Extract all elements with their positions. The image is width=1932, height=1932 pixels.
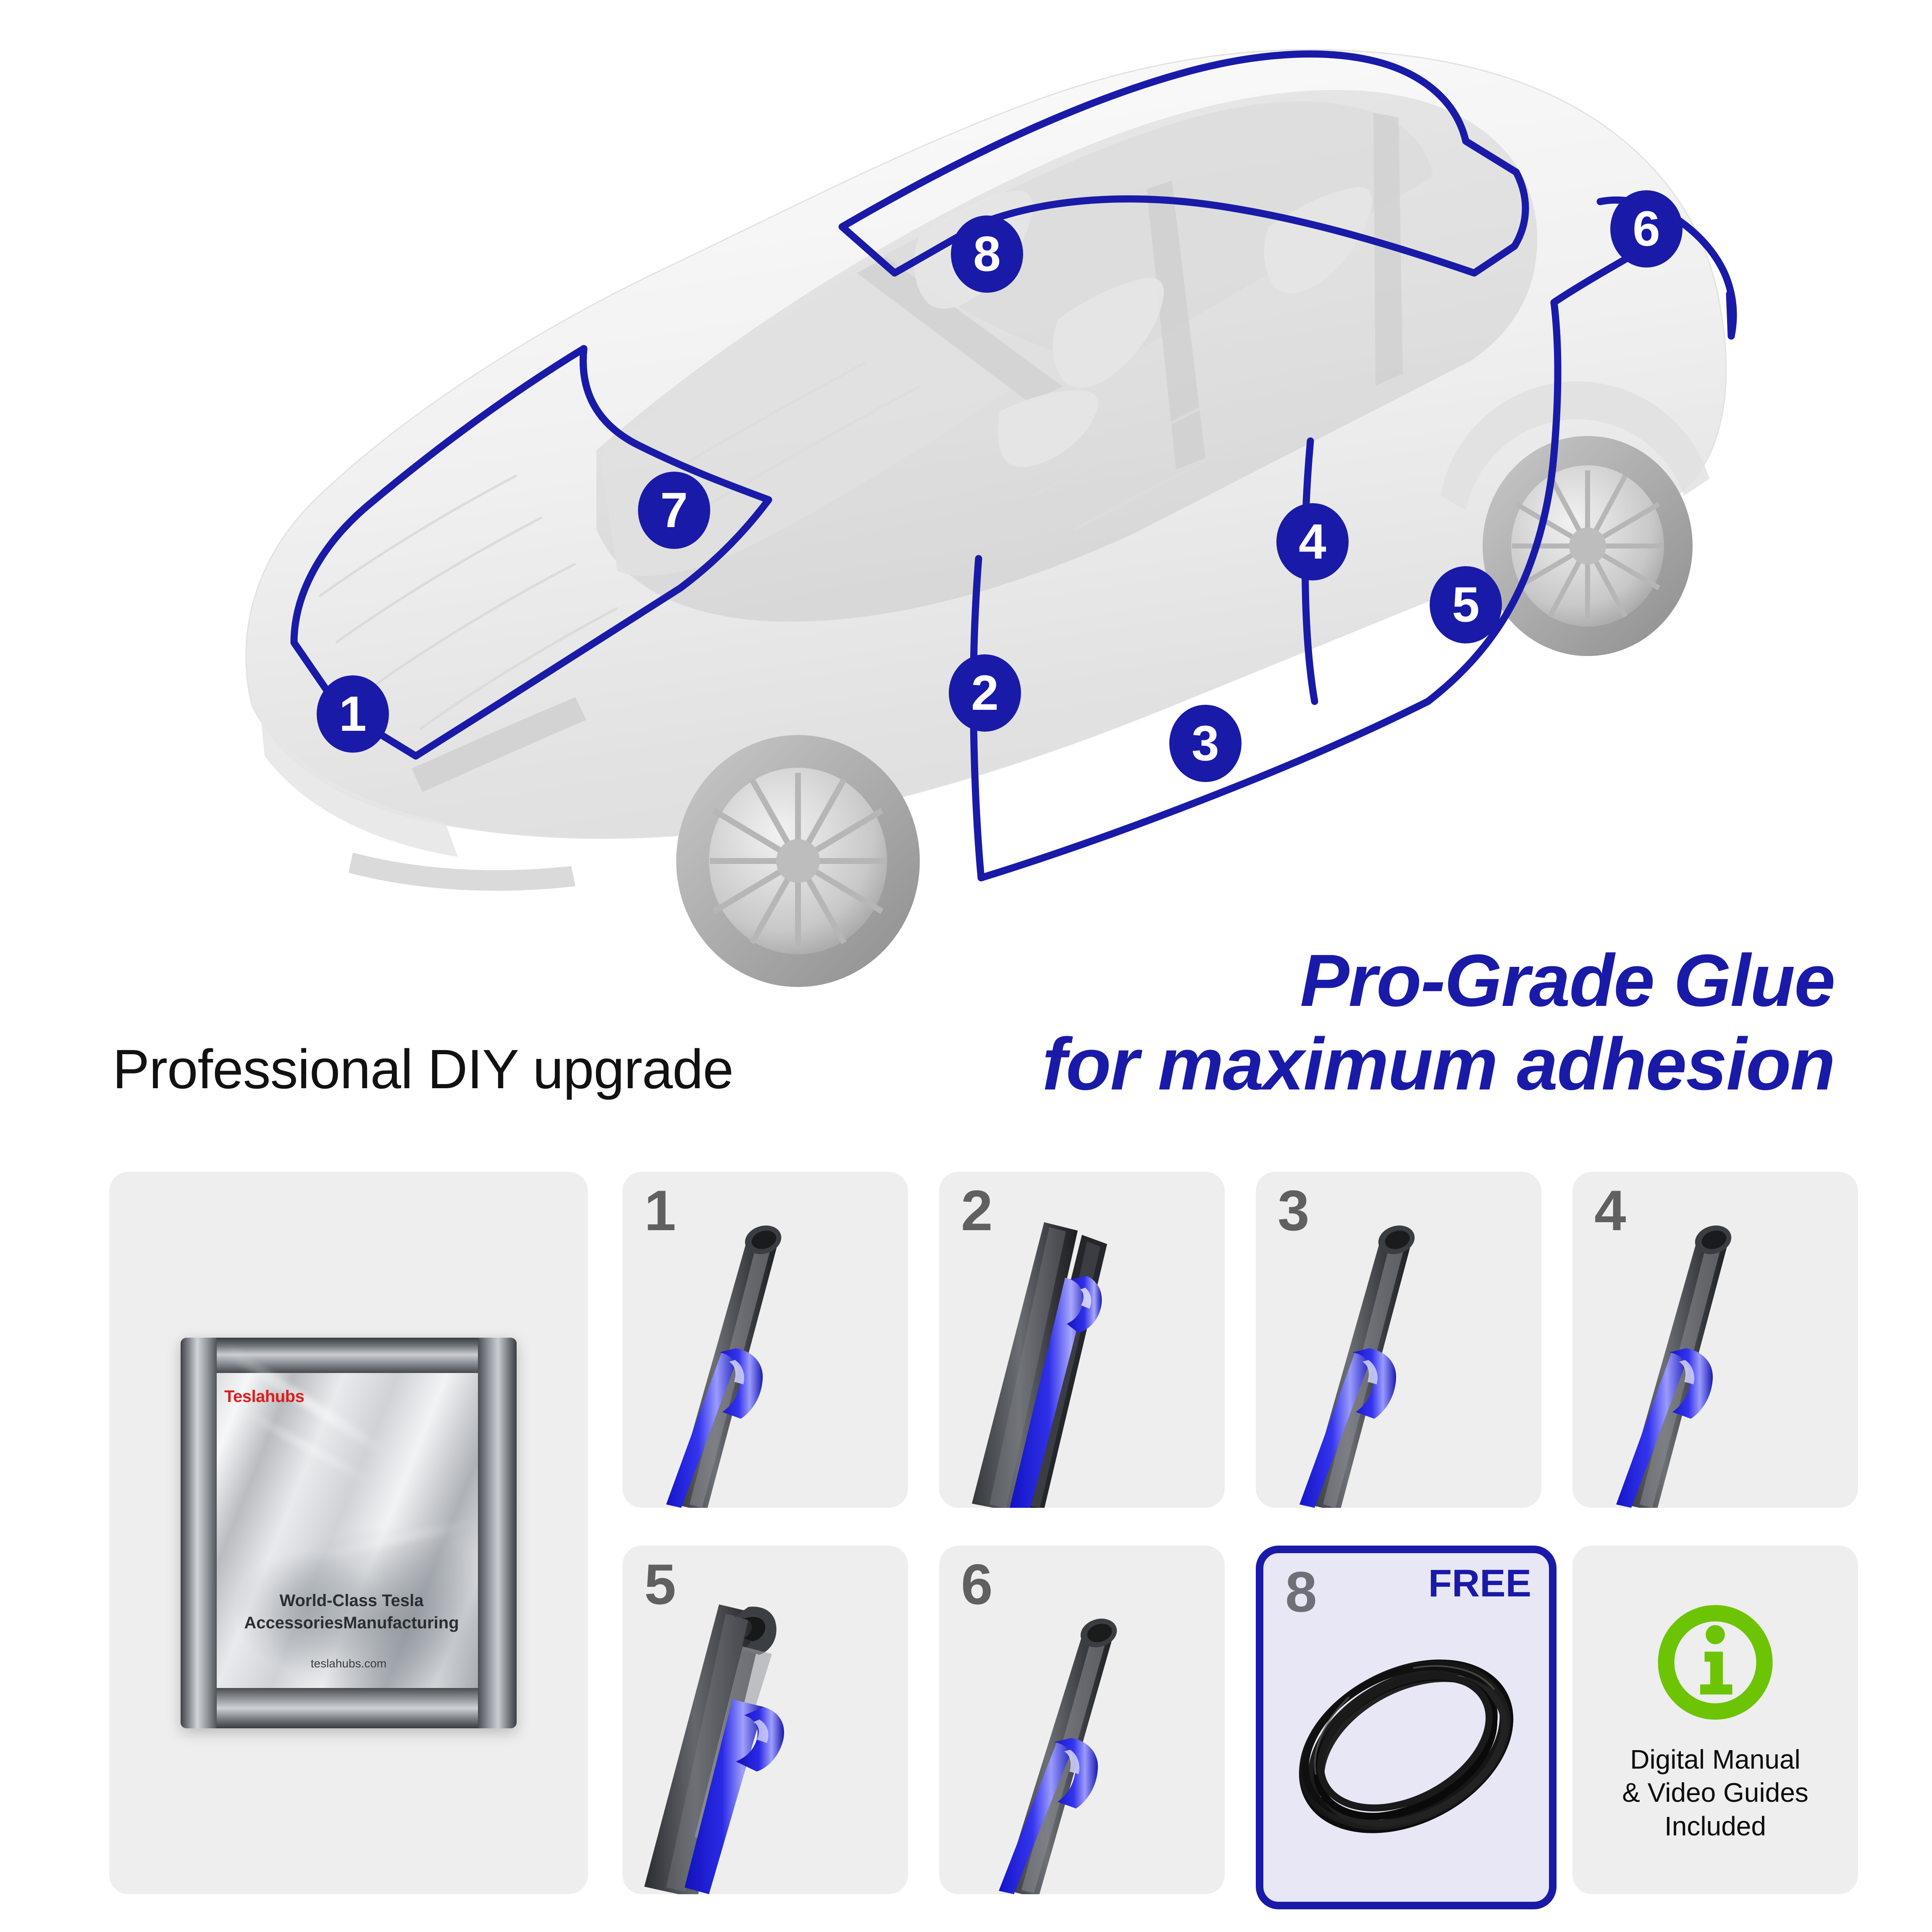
zone-marker-label-8: 8 (973, 226, 1001, 282)
headline-line-2: for maximum adhesion (1042, 1023, 1835, 1105)
zone-markers: 1 2 3 4 5 6 7 (317, 190, 1683, 782)
zone-marker-6[interactable]: 6 (1610, 190, 1683, 268)
info-circle-icon (1658, 1605, 1773, 1720)
zone-marker-label-4: 4 (1299, 514, 1326, 570)
zone-marker-label-6: 6 (1633, 201, 1660, 257)
rear-wheel (1483, 436, 1693, 656)
card-number-1: 1 (644, 1179, 676, 1242)
product-card-2[interactable]: 2 (939, 1172, 1225, 1508)
d-shape-seal-strip-icon (1299, 1225, 1415, 1508)
zone-path-4 (1301, 437, 1318, 705)
front-wheel (676, 735, 920, 987)
zone-marker-4[interactable]: 4 (1276, 503, 1349, 580)
zone-marker-label-3: 3 (1192, 716, 1219, 771)
headline: Pro-Grade Glue for maximum adhesion (827, 939, 1835, 1106)
product-card-6[interactable]: 6 (939, 1546, 1225, 1894)
card-number-2: 2 (961, 1179, 993, 1242)
zone-marker-label-7: 7 (660, 483, 688, 538)
zone-marker-label-1: 1 (339, 686, 367, 742)
package-url: teslahubs.com (310, 1657, 387, 1670)
d-shape-seal-strip-icon (999, 1618, 1117, 1894)
flat-l-profile-seal-strip-icon (972, 1222, 1107, 1508)
info-line-3: Included (1664, 1811, 1766, 1841)
zone-path-7-split (580, 345, 642, 449)
car-diagram-svg: 1 2 3 4 5 6 7 (245, 49, 1737, 987)
zone-marker-8[interactable]: 8 (951, 215, 1023, 293)
card-number-4: 4 (1594, 1179, 1626, 1242)
zone-marker-5[interactable]: 5 (1430, 566, 1502, 643)
product-card-3[interactable]: 3 (1256, 1172, 1541, 1508)
card-number-6: 6 (961, 1552, 993, 1616)
card-number-5: 5 (644, 1552, 676, 1616)
bag-crease (235, 1404, 378, 1488)
package-brand-logo: Teslahubs (224, 1387, 304, 1406)
card-number-3: 3 (1278, 1179, 1310, 1242)
free-product-card-8[interactable]: 8 FREE (1256, 1546, 1557, 1909)
bag-seal-bottom (181, 1688, 517, 1728)
product-card-1[interactable]: 1 (622, 1172, 908, 1508)
zone-marker-label-2: 2 (971, 665, 999, 721)
mylar-package-bag: Teslahubs World-Class Tesla AccessoriesM… (181, 1338, 517, 1728)
zone-marker-3[interactable]: 3 (1169, 705, 1242, 782)
product-grid: Teslahubs World-Class Tesla AccessoriesM… (109, 1172, 1858, 1909)
zone-marker-1[interactable]: 1 (317, 675, 389, 753)
headline-line-1: Pro-Grade Glue (1300, 940, 1835, 1022)
product-card-4[interactable]: 4 (1572, 1172, 1858, 1508)
zone-marker-7[interactable]: 7 (638, 472, 710, 549)
car-body (245, 49, 1727, 891)
bag-crease (307, 1517, 482, 1563)
zone-path-3 (977, 698, 1432, 882)
info-line-1: Digital Manual (1630, 1744, 1801, 1774)
package-card[interactable]: Teslahubs World-Class Tesla AccessoriesM… (109, 1172, 588, 1894)
package-tagline: World-Class Tesla AccessoriesManufacturi… (244, 1591, 459, 1632)
zone-marker-label-5: 5 (1452, 577, 1480, 633)
d-shape-seal-strip-icon (666, 1225, 782, 1508)
info-line-2: & Video Guides (1622, 1777, 1809, 1808)
subheadline: Professional DIY upgrade (113, 1038, 734, 1100)
zone-path-6-tail (1726, 290, 1735, 340)
seal-zone-outlines (290, 50, 1737, 882)
zone-path-8-notch (1462, 137, 1520, 176)
wide-corner-bulb-seal-strip-icon (644, 1604, 784, 1894)
coiled-seal-ring-icon (1299, 1659, 1514, 1833)
zone-marker-2[interactable]: 2 (949, 654, 1021, 732)
product-card-5[interactable]: 5 (622, 1546, 908, 1894)
digital-manual-text: Digital Manual & Video Guides Included (1586, 1743, 1845, 1843)
free-badge: FREE (1428, 1562, 1531, 1605)
d-shape-seal-strip-icon (1616, 1225, 1732, 1508)
digital-manual-card[interactable]: Digital Manual & Video Guides Included (1572, 1546, 1858, 1894)
zone-path-5 (1424, 299, 1562, 705)
card-number-8: 8 (1285, 1560, 1317, 1624)
car-seal-zone-diagram: 1 2 3 4 5 6 7 (245, 49, 1737, 987)
